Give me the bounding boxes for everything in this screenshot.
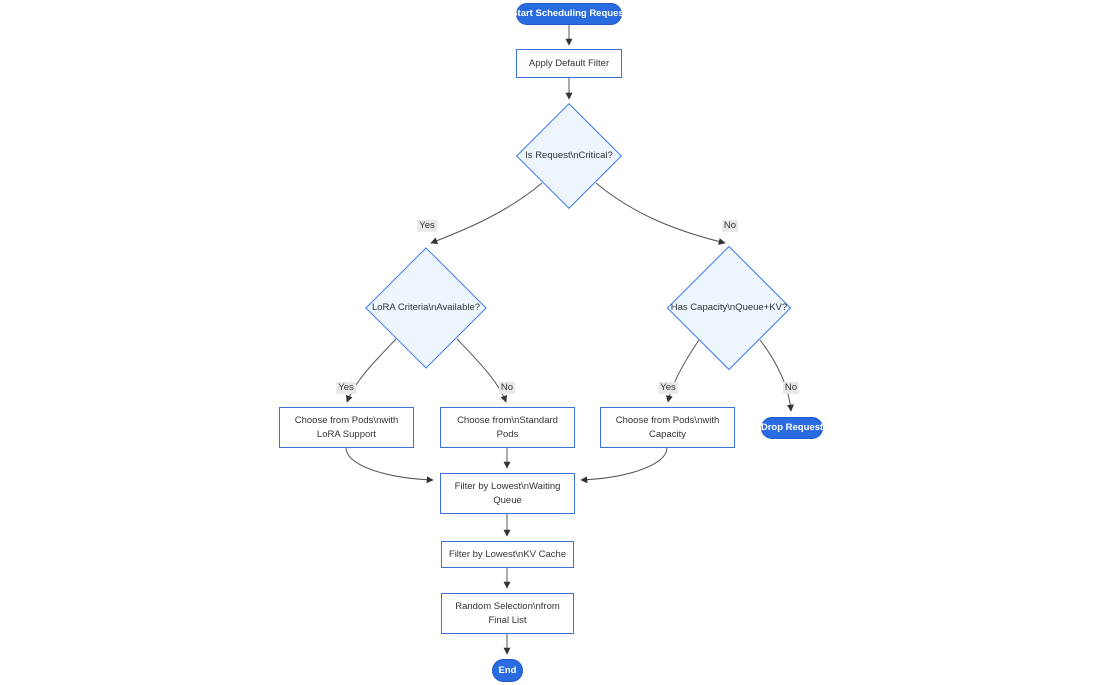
node-start: Start Scheduling Request xyxy=(511,3,627,25)
node-is-request-critical: Is Request\nCritical? xyxy=(515,102,623,210)
edge-label-lora-no: No xyxy=(498,381,516,395)
node-choose-pods-lora-label: Choose from Pods\nwith LoRA Support xyxy=(294,414,399,440)
node-start-label: Start Scheduling Request xyxy=(511,8,627,20)
node-filter-kv-cache-label: Filter by Lowest\nKV Cache xyxy=(448,548,567,560)
node-lora-criteria-available: LoRA Criteria\nAvailable? xyxy=(365,247,487,369)
node-choose-standard-pods: Choose from\nStandard Pods xyxy=(440,407,575,448)
edge-label-capacity-yes: Yes xyxy=(658,381,678,395)
node-lora-criteria-available-label: LoRA Criteria\nAvailable? xyxy=(371,302,481,314)
node-random-selection-label: Random Selection\nfrom Final List xyxy=(455,600,560,626)
edge-label-critical-no: No xyxy=(721,219,739,233)
node-apply-default-filter-label: Apply Default Filter xyxy=(528,57,610,69)
node-end-label: End xyxy=(498,664,517,676)
node-filter-waiting-queue-label: Filter by Lowest\nWaiting Queue xyxy=(454,480,561,506)
node-choose-pods-capacity: Choose from Pods\nwith Capacity xyxy=(600,407,735,448)
node-filter-kv-cache: Filter by Lowest\nKV Cache xyxy=(441,541,574,568)
node-has-capacity-queue-kv: Has Capacity\nQueue+KV? xyxy=(666,245,792,371)
node-filter-waiting-queue: Filter by Lowest\nWaiting Queue xyxy=(440,473,575,514)
node-end: End xyxy=(492,659,523,682)
node-random-selection: Random Selection\nfrom Final List xyxy=(441,593,574,634)
node-apply-default-filter: Apply Default Filter xyxy=(516,49,622,78)
node-has-capacity-queue-kv-label: Has Capacity\nQueue+KV? xyxy=(670,302,788,314)
node-drop-request: Drop Request xyxy=(761,417,823,439)
node-choose-standard-pods-label: Choose from\nStandard Pods xyxy=(457,414,558,440)
node-choose-pods-capacity-label: Choose from Pods\nwith Capacity xyxy=(615,414,720,440)
edge-lora-pods-to-filter-queue xyxy=(345,447,434,484)
edge-capacity-pods-to-filter-queue xyxy=(580,447,668,484)
edge-label-lora-yes: Yes xyxy=(336,381,356,395)
node-drop-request-label: Drop Request xyxy=(760,422,824,434)
edge-label-capacity-no: No xyxy=(782,381,800,395)
node-choose-pods-lora: Choose from Pods\nwith LoRA Support xyxy=(279,407,414,448)
node-is-request-critical-label: Is Request\nCritical? xyxy=(525,150,613,162)
edge-label-critical-yes: Yes xyxy=(417,219,437,233)
